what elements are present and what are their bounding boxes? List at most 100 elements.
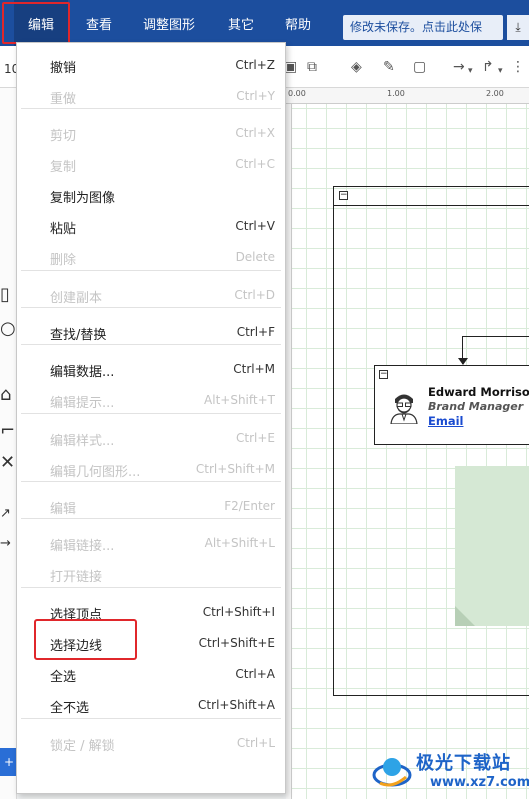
menu-item-shortcut: Ctrl+Shift+M [195, 462, 275, 476]
menu-item-label: 查找/替换 [50, 328, 107, 343]
person-name: Edward Morrison [428, 385, 529, 399]
edit-menu-item: 编辑几何图形... Ctrl+Shift+M [17, 454, 285, 484]
edit-menu-item: 编辑链接...Alt+Shift+L [17, 528, 285, 558]
menu-item-shortcut: Ctrl+A [235, 667, 275, 681]
menu-item-label: 编辑几何图形... [50, 465, 141, 480]
menu-separator [21, 518, 281, 519]
menu-separator [21, 344, 281, 345]
menu-item-label: 编辑 [50, 502, 77, 517]
line-shape-icon[interactable]: → [0, 536, 11, 551]
menu-separator [21, 307, 281, 308]
cylinder-shape-icon[interactable]: ⌂ [0, 384, 12, 405]
edit-menu-item[interactable]: 编辑数据... Ctrl+M [17, 354, 285, 384]
menu-help[interactable]: 帮助 [285, 18, 312, 33]
fill-color-icon[interactable]: ◈ [351, 59, 362, 75]
menu-item-label: 粘贴 [50, 222, 77, 237]
shadow-icon[interactable]: ▢ [413, 59, 427, 75]
menu-item-label: 删除 [50, 253, 77, 268]
horizontal-ruler: 0.00 1.00 2.00 [286, 88, 529, 104]
menu-item-shortcut: Ctrl+Y [236, 89, 275, 103]
arrowhead-icon [458, 358, 468, 365]
org-container-shape[interactable]: − [333, 186, 529, 696]
edit-menu-item: 编辑 F2/Enter [17, 491, 285, 521]
menu-separator [21, 587, 281, 588]
watermark-logo-icon [372, 758, 412, 787]
menu-item-shortcut: Ctrl+Z [235, 58, 275, 72]
menu-item-shortcut: Alt+Shift+L [204, 536, 275, 550]
select-edges-highlight-box [34, 619, 137, 660]
zoom-level[interactable]: 10 [4, 62, 20, 76]
edit-menu-item[interactable]: 全选 Ctrl+A [17, 659, 285, 689]
edit-menu-item[interactable]: 查找/替换 Ctrl+F [17, 317, 285, 347]
menu-item-label: 锁定 / 解锁 [50, 739, 115, 754]
menu-item-label: 编辑样式... [50, 434, 115, 449]
edit-menu-item: 删除 Delete [17, 242, 285, 272]
menu-item-label: 编辑数据... [50, 365, 115, 380]
menu-item-shortcut: Ctrl+L [236, 736, 275, 750]
waypoints-icon[interactable]: ↱ [482, 59, 494, 75]
menu-view[interactable]: 查看 [86, 18, 113, 33]
menu-separator [21, 481, 281, 482]
menu-separator [21, 718, 281, 719]
circle-shape-icon[interactable]: ○ [0, 318, 16, 339]
menu-item-shortcut: Delete [235, 250, 275, 264]
menu-item-shortcut: Ctrl+Shift+I [202, 605, 275, 619]
menu-item-label: 创建副本 [50, 291, 103, 306]
edit-menu-item[interactable]: 复制为图像 [17, 180, 285, 210]
chevron-down-icon[interactable]: ▾ [468, 66, 473, 76]
menu-item-label: 剪切 [50, 129, 77, 144]
menu-item-label: 编辑提示... [50, 396, 115, 411]
cross-shape-icon[interactable]: ✕ [0, 452, 16, 473]
menu-item-shortcut: Alt+Shift+T [204, 393, 275, 407]
menu-item-shortcut: F2/Enter [224, 499, 275, 513]
connector-line[interactable] [462, 336, 463, 364]
note-shape[interactable] [455, 466, 529, 626]
connection-style-icon[interactable]: → [453, 59, 465, 75]
unsaved-changes-notice[interactable]: 修改未保存。点击此处保存。 [343, 15, 503, 59]
to-back-icon[interactable]: ⧉ [307, 59, 317, 75]
export-icon[interactable]: ⤓ [507, 15, 529, 40]
menu-item-label: 全选 [50, 670, 77, 685]
person-card[interactable]: − Edward Morrison Brand Manager Email [374, 365, 529, 445]
menu-edit-highlight-box [2, 2, 70, 44]
line-start-icon[interactable]: ⋮ [511, 59, 525, 75]
menu-arrange[interactable]: 调整图形 [143, 18, 196, 33]
edit-menu-item[interactable]: 粘贴 Ctrl+V [17, 211, 285, 241]
menu-item-shortcut: Ctrl+F [236, 325, 275, 339]
menu-item-shortcut: Ctrl+X [235, 126, 275, 140]
menu-item-label: 复制为图像 [50, 191, 116, 206]
bracket-shape-icon[interactable]: ⌐ [0, 420, 16, 441]
watermark-url: www.xz7.com [430, 775, 529, 790]
menu-separator [21, 270, 281, 271]
person-email-link[interactable]: Email [428, 414, 464, 428]
watermark: 极光下载站 www.xz7.com [370, 747, 529, 797]
connector-line[interactable] [462, 336, 529, 337]
menu-separator [21, 413, 281, 414]
menu-item-label: 复制 [50, 160, 77, 175]
menu-extras[interactable]: 其它 [228, 18, 255, 33]
vertical-ruler [286, 104, 292, 799]
edit-menu-item: 打开链接 [17, 559, 285, 589]
chevron-down-icon[interactable]: ▾ [498, 66, 503, 76]
avatar-icon [390, 394, 418, 424]
collapse-icon[interactable]: − [339, 190, 348, 200]
menubar: 编辑 查看 调整图形 其它 帮助 修改未保存。点击此处保存。 ⤓ [0, 0, 529, 59]
watermark-title: 极光下载站 [416, 753, 511, 774]
menu-edit[interactable]: 编辑 [14, 0, 68, 46]
to-front-icon[interactable]: ▣ [284, 59, 298, 75]
person-role: Brand Manager [428, 400, 524, 413]
menu-item-shortcut: Ctrl+M [233, 362, 275, 376]
line-color-icon[interactable]: ✎ [383, 59, 395, 75]
collapse-icon[interactable]: − [379, 369, 388, 379]
menu-item-shortcut: Ctrl+E [236, 431, 275, 445]
rectangle-shape-icon[interactable]: ▯ [0, 284, 10, 305]
menu-item-shortcut: Ctrl+V [235, 219, 275, 233]
edit-menu-item: 编辑提示... Alt+Shift+T [17, 385, 285, 415]
arrow-shape-icon[interactable]: ↗ [0, 506, 11, 521]
